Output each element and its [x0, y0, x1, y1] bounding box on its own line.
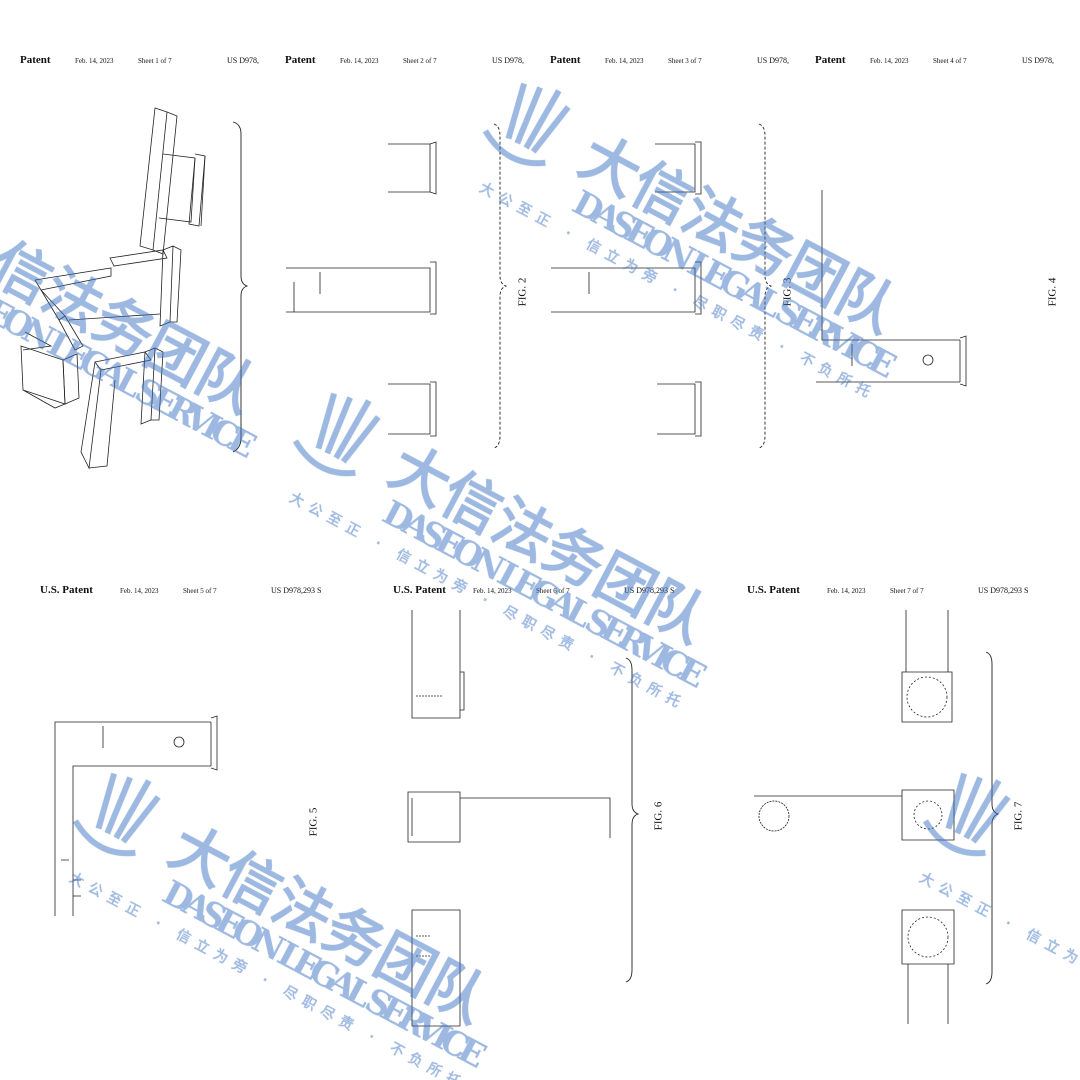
sheet-header: Patent Feb. 14, 2023 Sheet 4 of 7 US D97… [810, 50, 1065, 70]
figure-label: FIG. 7 [1012, 801, 1025, 831]
patent-date: Feb. 14, 2023 [473, 587, 512, 595]
patent-date: Feb. 14, 2023 [340, 57, 379, 65]
patent-label: U.S. Patent [40, 584, 93, 596]
patent-date: Feb. 14, 2023 [605, 57, 644, 65]
sheet-header: Patent Feb. 14, 2023 Sheet 1 of 7 US D97… [15, 50, 270, 70]
sheet-count: Sheet 7 of 7 [890, 587, 924, 595]
patent-number: US D978, [227, 56, 260, 65]
sheet-header: U.S. Patent Feb. 14, 2023 Sheet 7 of 7 U… [742, 580, 1062, 600]
patent-label: Patent [285, 54, 316, 66]
sheet-count: Sheet 6 of 7 [536, 587, 570, 595]
patent-label: Patent [550, 54, 581, 66]
patent-number: US D978,293 S [624, 586, 675, 595]
patent-date: Feb. 14, 2023 [827, 587, 866, 595]
patent-number: US D978, [492, 56, 525, 65]
patent-number: US D978, [1022, 56, 1055, 65]
figure-label: FIG. 2 [516, 277, 529, 307]
patent-date: Feb. 14, 2023 [870, 57, 909, 65]
elevation-drawing [280, 50, 535, 520]
patent-sheet-6: U.S. Patent Feb. 14, 2023 Sheet 6 of 7 U… [388, 580, 708, 1050]
patent-sheet-4: Patent Feb. 14, 2023 Sheet 4 of 7 US D97… [810, 50, 1065, 520]
patent-sheet-5: U.S. Patent Feb. 14, 2023 Sheet 5 of 7 U… [35, 580, 355, 1050]
figure-label: FIG. 5 [307, 807, 320, 837]
patent-label: Patent [815, 54, 846, 66]
plan-drawing [810, 50, 1065, 520]
patent-date: Feb. 14, 2023 [75, 57, 114, 65]
patent-sheet-2: Patent Feb. 14, 2023 Sheet 2 of 7 US D97… [280, 50, 535, 520]
patent-number: US D978,293 S [978, 586, 1029, 595]
patent-sheet-7: U.S. Patent Feb. 14, 2023 Sheet 7 of 7 U… [742, 580, 1062, 1050]
patent-sheet-1: Patent Feb. 14, 2023 Sheet 1 of 7 US D97… [15, 50, 270, 520]
patent-number: US D978,293 S [271, 586, 322, 595]
sheet-header: U.S. Patent Feb. 14, 2023 Sheet 6 of 7 U… [388, 580, 708, 600]
figure-label: FIG. 3 [781, 277, 794, 307]
patent-date: Feb. 14, 2023 [120, 587, 159, 595]
sheet-count: Sheet 4 of 7 [933, 57, 967, 65]
sheet-count: Sheet 1 of 7 [138, 57, 172, 65]
elevation-drawing [388, 580, 708, 1050]
patent-label: U.S. Patent [393, 584, 446, 596]
figure-label: FIG. 4 [1046, 277, 1059, 307]
sheet-count: Sheet 3 of 7 [668, 57, 702, 65]
sheet-header: Patent Feb. 14, 2023 Sheet 2 of 7 US D97… [280, 50, 535, 70]
patent-label: Patent [20, 54, 51, 66]
sheet-count: Sheet 2 of 7 [403, 57, 437, 65]
patent-label: U.S. Patent [747, 584, 800, 596]
patent-sheet-3: Patent Feb. 14, 2023 Sheet 3 of 7 US D97… [545, 50, 800, 520]
figure-label: FIG. 6 [652, 801, 665, 831]
plan-drawing [35, 580, 355, 1050]
sheet-count: Sheet 5 of 7 [183, 587, 217, 595]
patent-number: US D978, [757, 56, 790, 65]
perspective-drawing [15, 50, 270, 520]
elevation-drawing [545, 50, 800, 520]
sheet-header: Patent Feb. 14, 2023 Sheet 3 of 7 US D97… [545, 50, 800, 70]
sheet-header: U.S. Patent Feb. 14, 2023 Sheet 5 of 7 U… [35, 580, 355, 600]
